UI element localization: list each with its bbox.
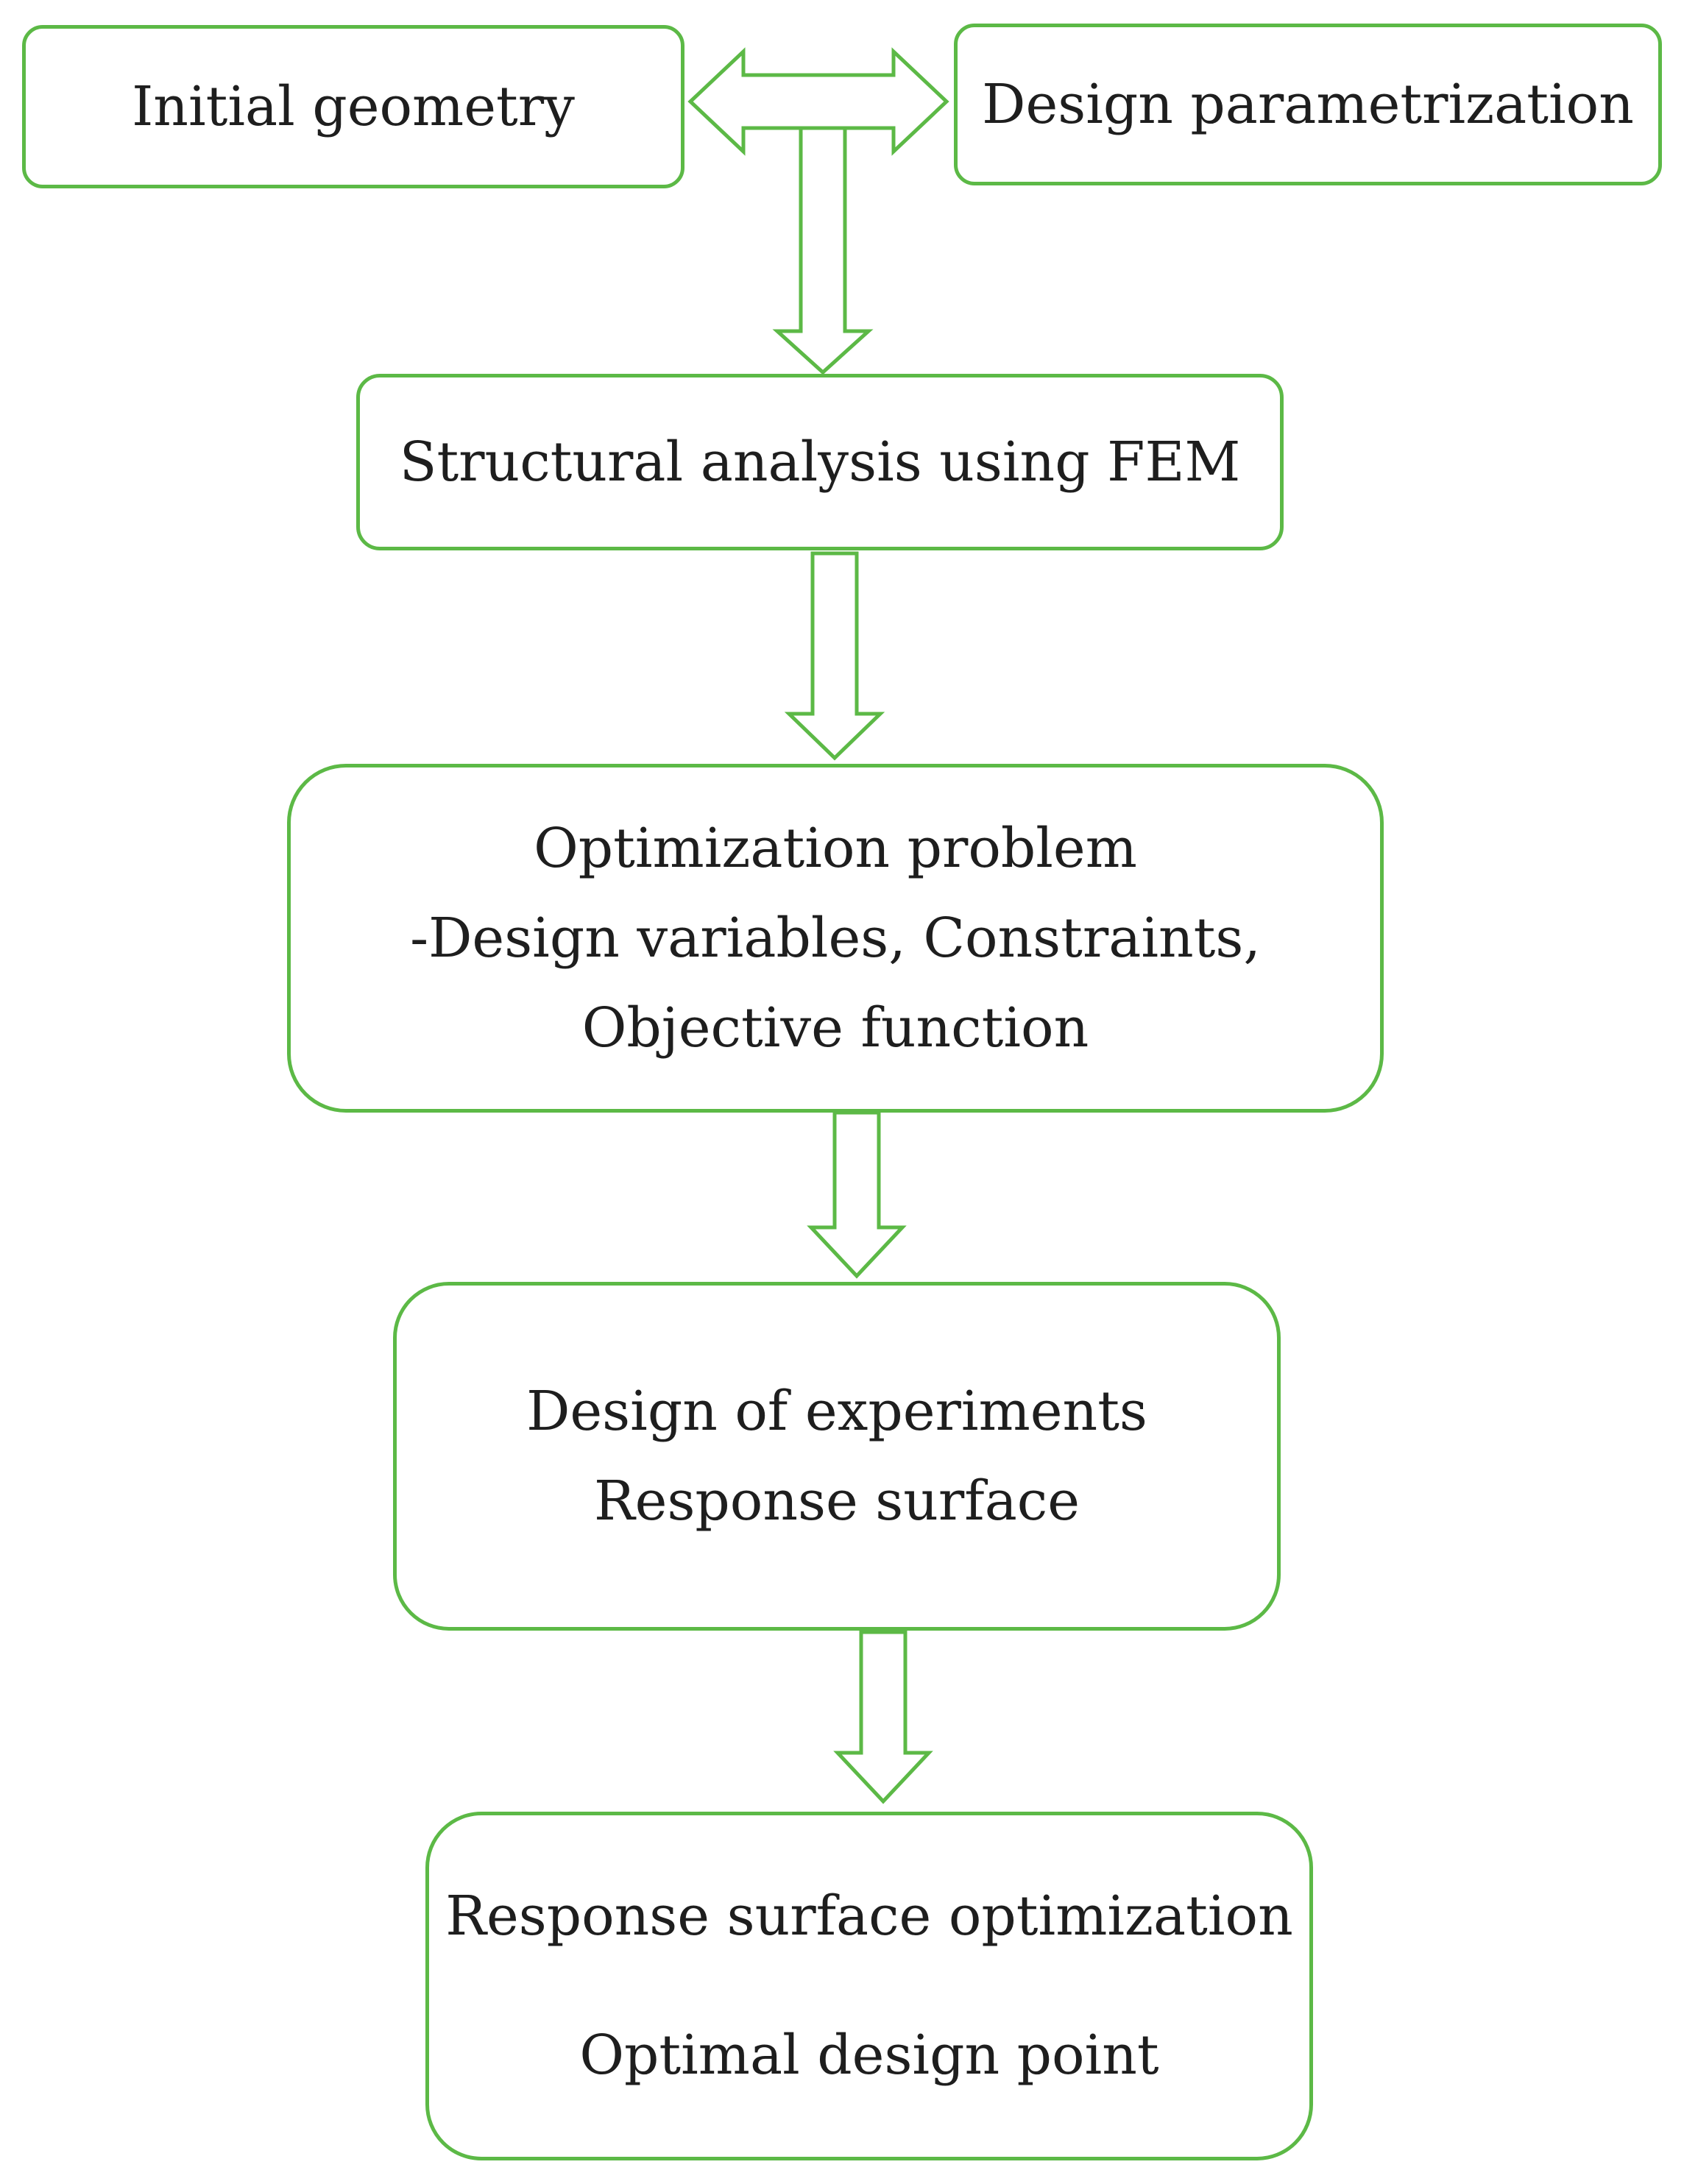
down-arrow-to-doe [807,1110,907,1279]
design-parametrization-label: Design parametrization [982,72,1634,136]
design-of-experiments-label: Design of experiments [526,1379,1147,1443]
response-surface-optimization-box: Response surface optimization Optimal de… [425,1812,1313,2160]
initial-geometry-label: Initial geometry [132,74,575,138]
optimization-problem-objective: Objective function [581,996,1089,1060]
down-arrow-to-rso [833,1630,933,1804]
optimization-problem-title: Optimization problem [534,816,1137,880]
design-of-experiments-box: Design of experiments Response surface [393,1282,1281,1631]
structural-analysis-label: Structural analysis using FEM [399,430,1241,494]
initial-geometry-box: Initial geometry [22,25,684,188]
down-arrow-to-optimization [784,551,885,761]
optimal-design-point-label: Optimal design point [579,2024,1159,2087]
response-surface-label: Response surface [593,1469,1080,1533]
design-parametrization-box: Design parametrization [954,24,1662,185]
response-surface-optimization-label: Response surface optimization [445,1885,1293,1949]
double-arrow-geometry-parametrization [687,47,949,156]
structural-analysis-box: Structural analysis using FEM [356,374,1284,550]
optimization-problem-items: -Design variables, Constraints, [410,906,1261,970]
optimization-problem-box: Optimization problem -Design variables, … [287,764,1384,1113]
down-arrow-to-fem [772,126,874,375]
